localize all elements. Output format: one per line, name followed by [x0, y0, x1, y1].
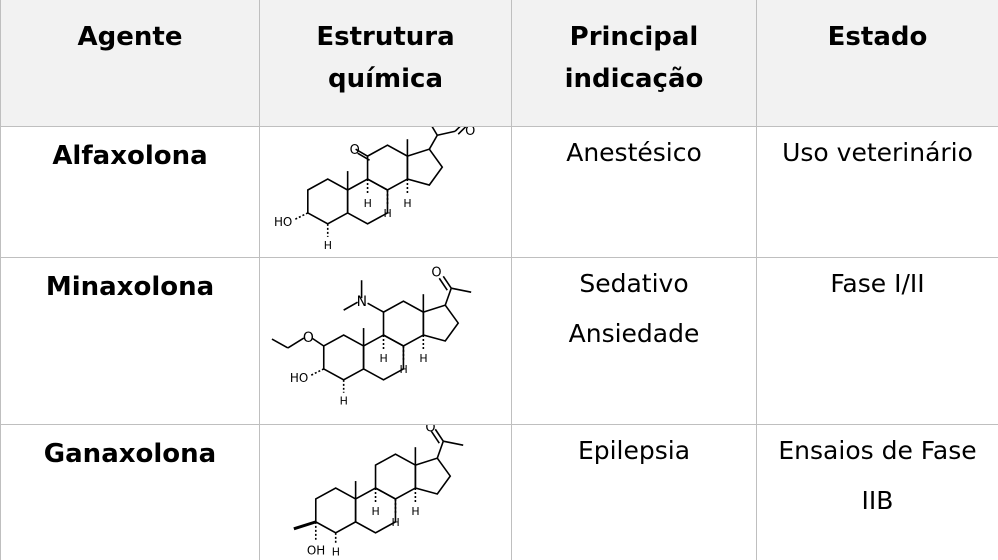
- header-structure-line2: química: [260, 58, 511, 100]
- label-o-top: O: [465, 127, 475, 139]
- label-h4: H: [324, 239, 332, 252]
- indication-cell: Sedativo Ansiedade: [512, 258, 757, 425]
- status-text: Uso veterinário: [757, 127, 998, 177]
- indication-text-line1: Sedativo: [512, 258, 756, 308]
- label-o-ketone: O: [350, 143, 360, 158]
- label-h2: H: [391, 516, 399, 529]
- indication-text-line2: Ansiedade: [512, 308, 756, 358]
- label-o-ether: O: [303, 330, 314, 346]
- status-cell: Fase I/II: [757, 258, 998, 425]
- label-n: N: [357, 294, 367, 310]
- label-h1: H: [372, 505, 380, 518]
- header-indication-line2: indicação: [512, 58, 756, 100]
- label-o-top: O: [425, 425, 435, 435]
- header-indication: Principal indicação: [512, 0, 757, 127]
- label-ho: HO: [290, 371, 308, 385]
- structure-cell: O O HO H H H H: [260, 127, 512, 258]
- label-oh: OH: [307, 544, 325, 558]
- label-h3: H: [419, 352, 427, 365]
- agent-cell: Ganaxolona: [1, 425, 260, 560]
- table-row: Alfaxolona: [1, 127, 998, 258]
- table-row: Ganaxolona: [1, 425, 998, 560]
- header-indication-line1: Principal: [512, 16, 756, 58]
- agent-name: Minaxolona: [1, 258, 259, 308]
- label-h1: H: [364, 197, 372, 210]
- structure-cell: N O O HO H H H H: [260, 258, 512, 425]
- label-h2: H: [399, 363, 407, 376]
- status-text-line2: IIB: [757, 475, 998, 525]
- agent-name: Ganaxolona: [1, 425, 259, 475]
- label-h2: H: [384, 207, 392, 220]
- indication-text: Anestésico: [512, 127, 756, 177]
- header-row: Agente Estrutura química Principal indic…: [1, 0, 998, 127]
- header-status: Estado: [757, 0, 998, 127]
- label-h4: H: [332, 546, 340, 559]
- status-text-line1: Ensaios de Fase: [757, 425, 998, 475]
- indication-cell: Epilepsia: [512, 425, 757, 560]
- status-cell: Ensaios de Fase IIB: [757, 425, 998, 560]
- status-cell: Uso veterinário: [757, 127, 998, 258]
- agent-name: Alfaxolona: [1, 127, 259, 177]
- table-row: Minaxolona: [1, 258, 998, 425]
- ganaxolona-structure-image: O OH H H H H: [260, 425, 511, 560]
- label-ho: HO: [274, 215, 292, 229]
- structure-cell: O OH H H H H: [260, 425, 512, 560]
- label-h3: H: [411, 505, 419, 518]
- label-h4: H: [340, 395, 348, 408]
- label-h3: H: [403, 197, 411, 210]
- header-status-text: Estado: [828, 22, 928, 52]
- label-o-top: O: [431, 265, 441, 280]
- agent-cell: Minaxolona: [1, 258, 260, 425]
- minaxolona-structure-image: N O O HO H H H H: [260, 258, 511, 424]
- indication-cell: Anestésico: [512, 127, 757, 258]
- header-agent: Agente: [1, 0, 260, 127]
- status-text: Fase I/II: [757, 258, 998, 308]
- label-h1: H: [380, 352, 388, 365]
- header-agent-text: Agente: [78, 22, 183, 52]
- header-structure-line1: Estrutura: [260, 16, 511, 58]
- agent-cell: Alfaxolona: [1, 127, 260, 258]
- alfaxolona-structure-image: O O HO H H H H: [260, 127, 511, 257]
- indication-text: Epilepsia: [512, 425, 756, 475]
- header-structure: Estrutura química: [260, 0, 512, 127]
